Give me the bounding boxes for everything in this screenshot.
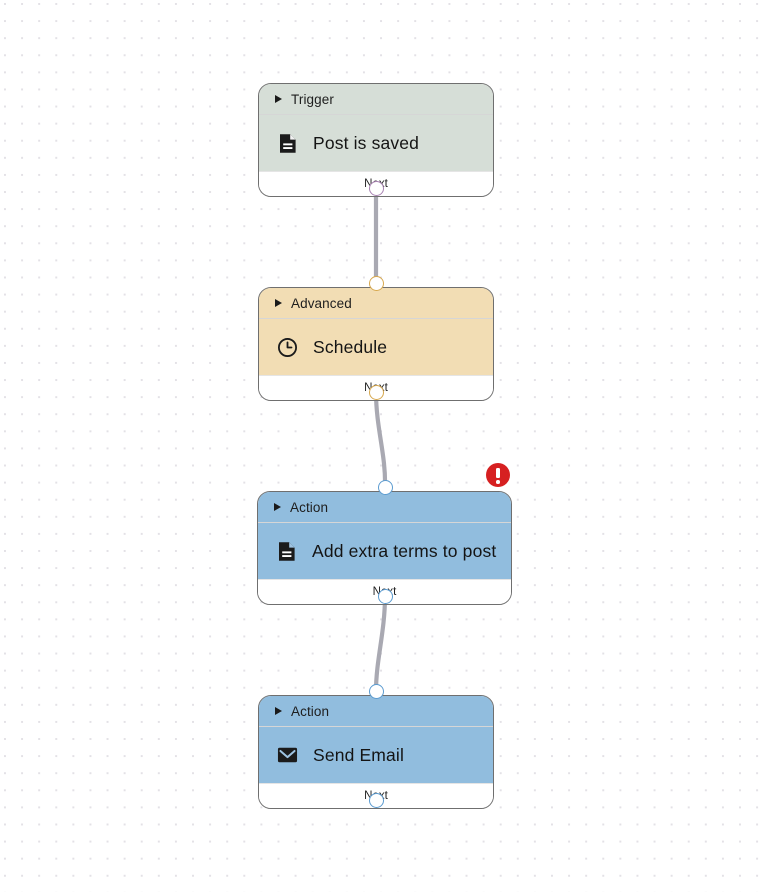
node-divider — [258, 522, 511, 523]
workflow-node-trigger[interactable]: Trigger Post is saved Next — [258, 83, 494, 197]
port-action-email-output[interactable] — [368, 793, 384, 808]
node-body-action-terms[interactable]: Add extra terms to post — [258, 523, 511, 579]
workflow-node-advanced[interactable]: Advanced Schedule Next — [258, 287, 494, 401]
edge-advanced-to-action-terms — [373, 389, 388, 490]
envelope-icon — [277, 745, 298, 766]
port-action-terms-input[interactable] — [377, 480, 393, 495]
workflow-node-action-terms[interactable]: Action Add extra terms to post Next — [257, 491, 512, 605]
node-category-label: Advanced — [291, 295, 352, 311]
node-divider — [259, 726, 493, 727]
clock-icon — [277, 337, 298, 358]
node-header-action-terms[interactable]: Action — [258, 492, 511, 522]
node-title: Send Email — [313, 744, 404, 765]
exclamation-mark — [496, 468, 500, 484]
error-exclamation-icon[interactable] — [486, 463, 510, 487]
chevron-right-icon[interactable] — [274, 503, 281, 511]
workflow-node-action-email[interactable]: Action Send Email Next — [258, 695, 494, 809]
document-icon — [276, 541, 297, 562]
node-category-label: Action — [291, 703, 330, 719]
node-body-action-email[interactable]: Send Email — [259, 727, 493, 783]
node-title: Schedule — [313, 336, 388, 357]
chevron-right-icon[interactable] — [275, 707, 282, 715]
node-header-trigger[interactable]: Trigger — [259, 84, 493, 114]
node-header-action-email[interactable]: Action — [259, 696, 493, 726]
node-body-trigger[interactable]: Post is saved — [259, 115, 493, 171]
node-title: Post is saved — [313, 132, 420, 153]
document-icon — [277, 133, 298, 154]
port-advanced-input[interactable] — [368, 276, 384, 291]
node-divider — [259, 318, 493, 319]
chevron-right-icon[interactable] — [275, 299, 282, 307]
node-title: Add extra terms to post — [312, 540, 497, 561]
port-trigger-output[interactable] — [368, 181, 384, 196]
node-header-advanced[interactable]: Advanced — [259, 288, 493, 318]
node-category-label: Trigger — [291, 91, 334, 107]
node-divider — [259, 114, 493, 115]
edge-action-terms-to-action-email — [373, 593, 388, 694]
node-body-advanced[interactable]: Schedule — [259, 319, 493, 375]
port-action-terms-output[interactable] — [377, 589, 393, 604]
port-action-email-input[interactable] — [368, 684, 384, 699]
node-category-label: Action — [290, 499, 329, 515]
port-advanced-output[interactable] — [368, 385, 384, 400]
chevron-right-icon[interactable] — [275, 95, 282, 103]
node-footer-next[interactable]: Next — [259, 783, 493, 808]
